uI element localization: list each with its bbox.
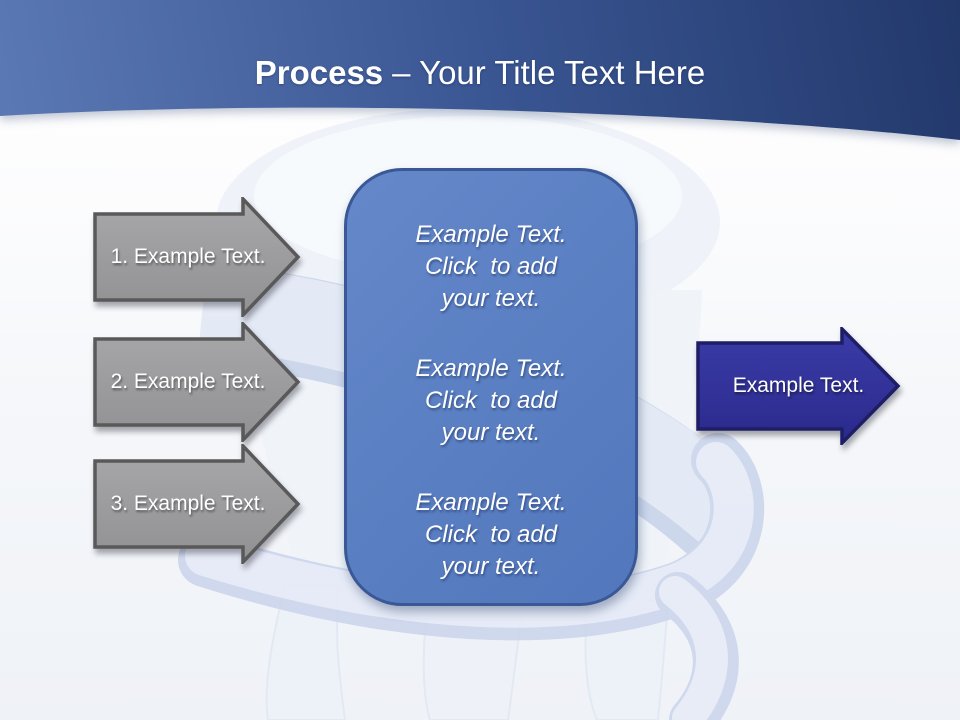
header-band (0, 0, 960, 150)
step-arrow-1-label: 1. Example Text. (110, 245, 266, 268)
text-block-1-line-1: Example Text. (415, 221, 567, 248)
result-arrow[interactable]: Example Text. (696, 327, 901, 445)
title-emphasis: Process (254, 54, 384, 91)
text-block-3-line-1: Example Text. (415, 489, 567, 516)
step-arrow-2[interactable]: 2. Example Text. (93, 322, 301, 442)
result-arrow-shape (696, 327, 901, 445)
step-arrow-2-label: 2. Example Text. (110, 370, 266, 393)
text-block-1-line-2: Click to add (424, 253, 558, 280)
slide-title[interactable]: Process– Your Title Text Here (0, 54, 960, 92)
text-block-3-line-3: your text. (441, 553, 541, 580)
center-text-box[interactable]: Example Text. Click to add your text. Ex… (344, 168, 638, 606)
text-block-2[interactable]: Example Text. Click to add your text. (415, 353, 566, 449)
text-block-3-line-2: Click to add (424, 521, 558, 548)
text-block-1-line-3: your text. (441, 285, 541, 312)
text-block-1[interactable]: Example Text. Click to add your text. (415, 219, 566, 315)
text-block-2-line-3: your text. (441, 419, 541, 446)
step-arrow-3-label: 3. Example Text. (110, 492, 266, 515)
step-arrow-3-shape (93, 444, 301, 564)
result-arrow-label: Example Text. (732, 374, 865, 397)
step-arrow-3[interactable]: 3. Example Text. (93, 444, 301, 564)
step-arrow-2-shape (93, 322, 301, 442)
step-arrow-1[interactable]: 1. Example Text. (93, 197, 301, 317)
header-wave-shape (0, 0, 960, 140)
step-arrow-1-shape (93, 197, 301, 317)
text-block-3[interactable]: Example Text. Click to add your text. (415, 487, 566, 583)
text-block-2-line-2: Click to add (424, 387, 558, 414)
title-text: – Your Title Text Here (392, 54, 706, 91)
text-block-2-line-1: Example Text. (415, 355, 567, 382)
